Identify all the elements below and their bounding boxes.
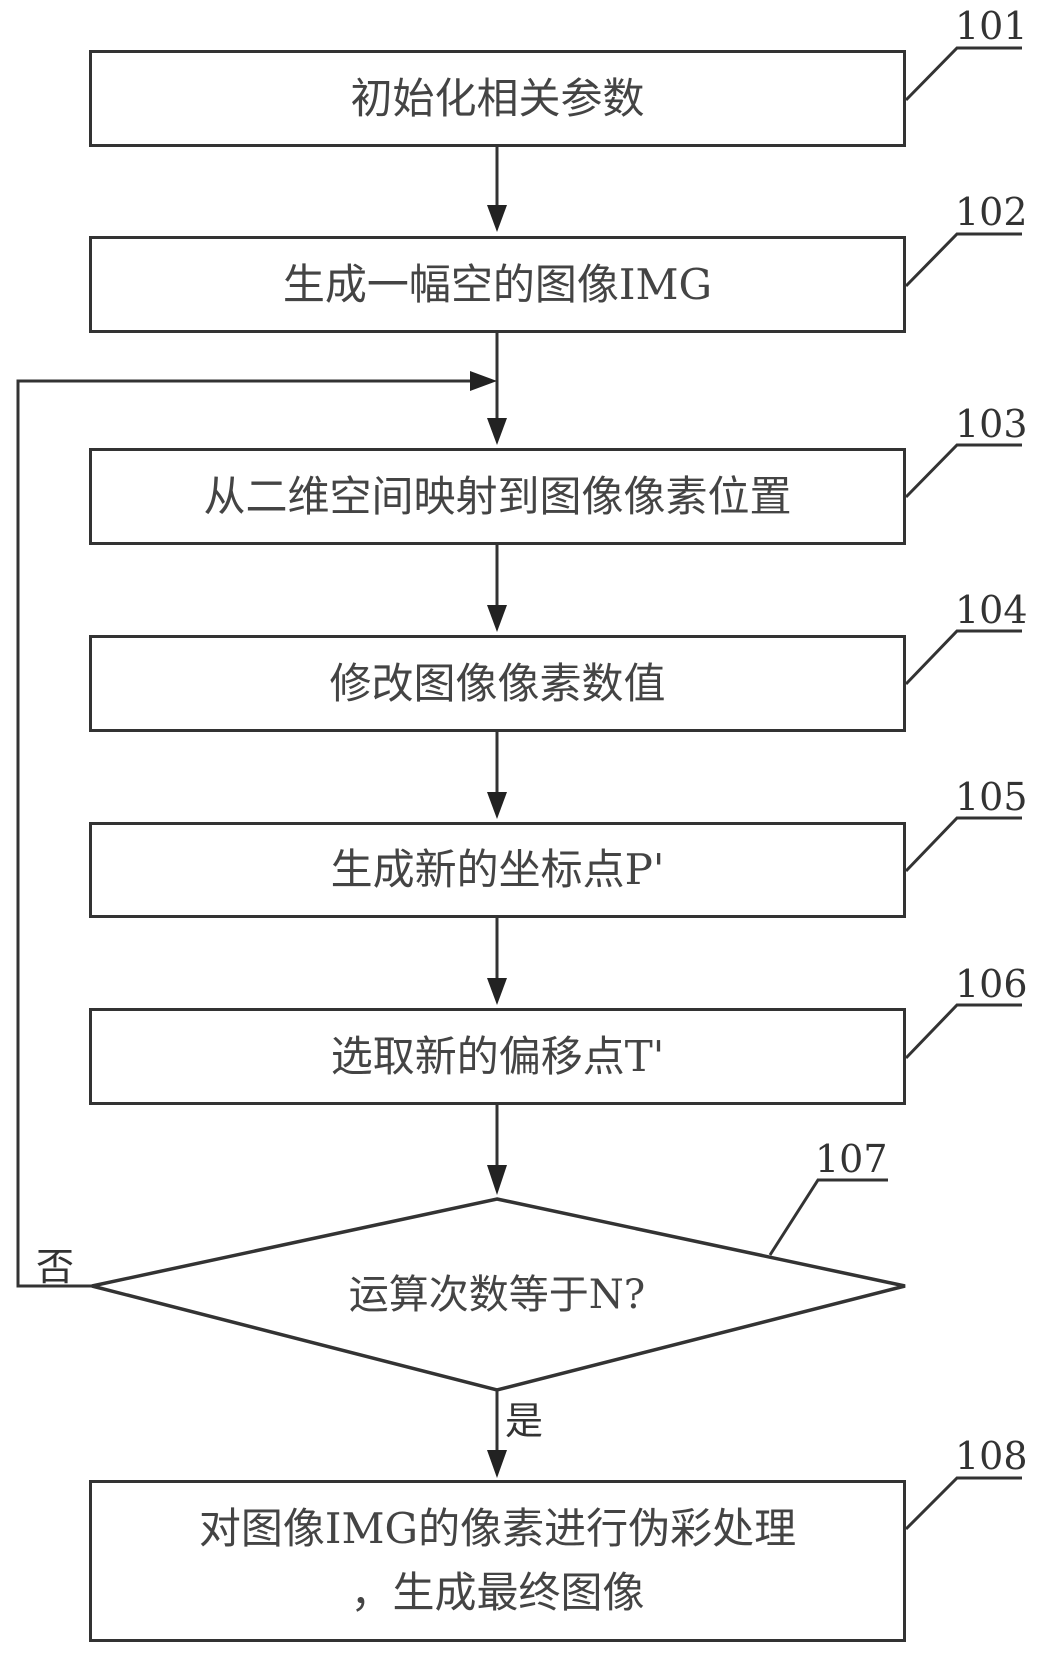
step-106-box: 选取新的偏移点T' — [89, 1008, 906, 1105]
branch-no-label: 否 — [36, 1245, 75, 1289]
arrowhead — [487, 1165, 507, 1195]
arrowhead — [487, 205, 507, 232]
branch-yes-label: 是 — [505, 1399, 544, 1443]
leader-103 — [904, 443, 1022, 499]
step-103-text: 从二维空间映射到图像像素位置 — [203, 471, 792, 521]
arrowhead — [487, 1450, 507, 1478]
decision-107-text: 运算次数等于N? — [348, 1272, 646, 1318]
arrowhead — [470, 371, 497, 391]
leader-107 — [768, 1178, 888, 1256]
ref-105: 105 — [955, 775, 1028, 819]
step-106-text: 选取新的偏移点T' — [330, 1031, 665, 1081]
arrowhead — [487, 978, 507, 1005]
step-105-text: 生成新的坐标点P' — [330, 845, 665, 894]
arrowhead — [487, 792, 507, 819]
leader-104 — [904, 629, 1022, 686]
step-108-text-line1: 对图像IMG的像素进行伪彩处理 — [198, 1504, 797, 1553]
decision-diamond — [91, 1197, 906, 1392]
ref-107: 107 — [815, 1137, 888, 1181]
loop-back-line — [16, 379, 470, 1288]
leader-102 — [904, 232, 1022, 288]
step-104-text: 修改图像像素数值 — [329, 658, 666, 708]
ref-108: 108 — [955, 1434, 1028, 1478]
leader-105 — [904, 816, 1022, 873]
ref-104: 104 — [955, 588, 1028, 632]
leader-101 — [904, 46, 1022, 102]
ref-102: 102 — [955, 190, 1028, 234]
step-105-box: 生成新的坐标点P' — [89, 822, 906, 918]
step-104-box: 修改图像像素数值 — [89, 635, 906, 732]
step-102-box: 生成一幅空的图像IMG — [89, 236, 906, 333]
step-102-text: 生成一幅空的图像IMG — [282, 259, 713, 309]
step-101-box: 初始化相关参数 — [89, 50, 906, 147]
ref-101: 101 — [955, 4, 1028, 48]
step-108-text-line2: ，生成最终图像 — [350, 1568, 645, 1617]
step-101-text: 初始化相关参数 — [350, 73, 645, 123]
ref-106: 106 — [955, 962, 1028, 1006]
arrowhead — [487, 418, 507, 445]
step-103-box: 从二维空间映射到图像像素位置 — [89, 448, 906, 545]
leader-106 — [904, 1003, 1022, 1060]
step-108-box: 对图像IMG的像素进行伪彩处理 ，生成最终图像 — [89, 1480, 906, 1642]
ref-103: 103 — [955, 402, 1028, 446]
arrowhead — [487, 605, 507, 632]
leader-108 — [904, 1476, 1022, 1531]
